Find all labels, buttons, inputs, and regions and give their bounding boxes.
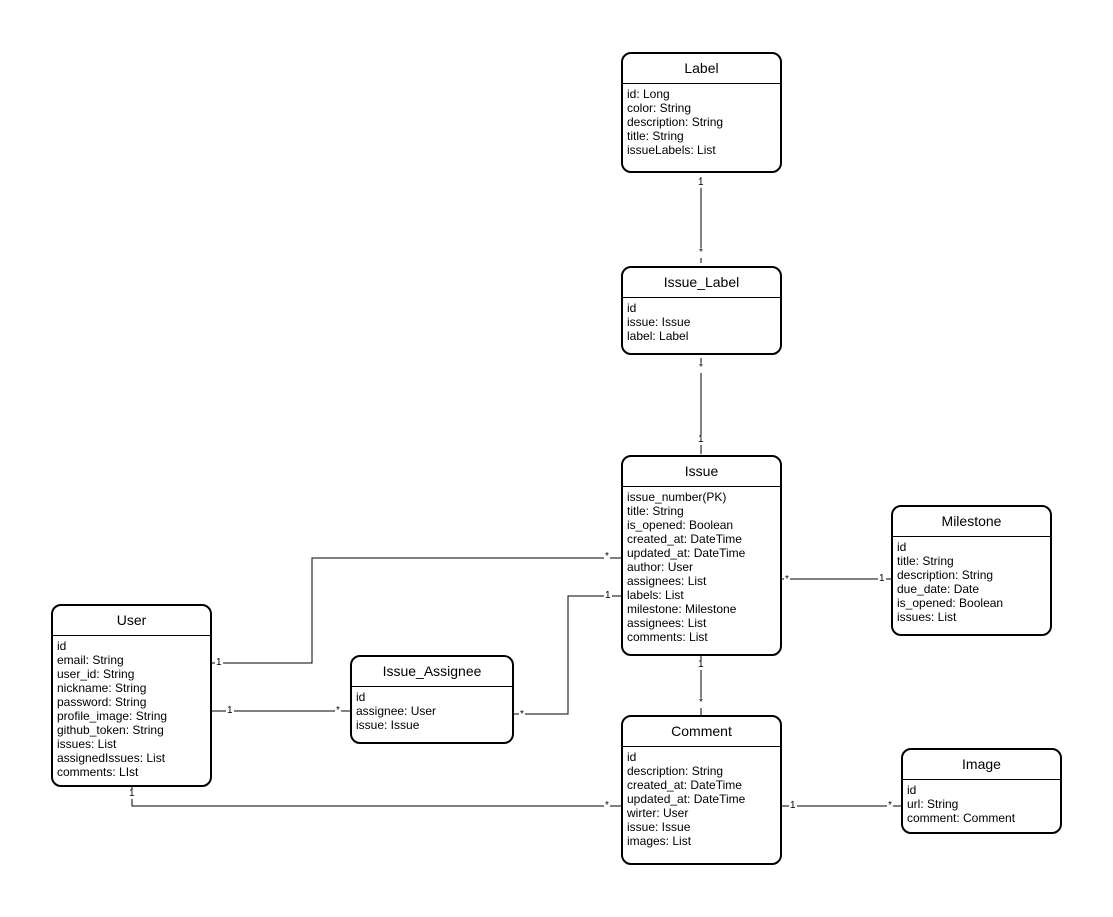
multiplicity-label: * <box>519 709 525 720</box>
entity-title: Issue <box>623 457 780 487</box>
entity-title: Milestone <box>893 507 1050 537</box>
attribute-row: milestone: Milestone <box>627 602 737 616</box>
attribute-row: wirter: User <box>627 806 689 820</box>
attribute-row: created_at: DateTime <box>627 778 742 792</box>
multiplicity-label: 1 <box>215 657 223 668</box>
attribute-row: due_date: Date <box>897 582 980 596</box>
attribute-row: issue: Issue <box>356 718 420 732</box>
attribute-row: user_id: String <box>57 667 135 681</box>
attribute-row: is_opened: Boolean <box>897 596 1004 610</box>
attribute-row: issueLabels: List <box>627 143 716 157</box>
multiplicity-label: * <box>698 362 704 373</box>
attribute-row: label: Label <box>627 329 689 343</box>
connector-user-comment <box>131 786 622 807</box>
entity-title: Image <box>903 750 1060 780</box>
attribute-row: labels: List <box>627 588 684 602</box>
attribute-row: images: List <box>627 834 692 848</box>
attribute-row: issues: List <box>897 610 957 624</box>
connector-issue-assignee-issue <box>514 595 622 715</box>
multiplicity-label: * <box>604 551 610 562</box>
entity-title: Comment <box>623 717 780 747</box>
attribute-row: github_token: String <box>57 723 164 737</box>
connector-user-issue <box>212 557 622 664</box>
attribute-row: id <box>356 690 366 704</box>
multiplicity-label: 1 <box>789 800 797 811</box>
multiplicity-label: 1 <box>697 177 705 188</box>
entity-title: Issue_Assignee <box>352 657 512 687</box>
attribute-row: comments: LIst <box>57 765 139 779</box>
attribute-row: title: String <box>627 504 684 518</box>
attribute-row: profile_image: String <box>57 709 168 723</box>
attribute-row: password: String <box>57 695 147 709</box>
attribute-row: description: String <box>897 568 994 582</box>
attribute-row: nickname: String <box>57 681 147 695</box>
attribute-row: email: String <box>57 653 124 667</box>
multiplicity-label: 1 <box>697 434 705 445</box>
multiplicity-label: * <box>698 697 704 708</box>
attribute-row: comments: List <box>627 630 708 644</box>
attribute-row: description: String <box>627 764 724 778</box>
attribute-row: title: String <box>627 129 684 143</box>
attribute-row: author: User <box>627 560 694 574</box>
attribute-row: assignees: List <box>627 616 707 630</box>
multiplicity-label: 1 <box>878 573 886 584</box>
multiplicity-label: 1 <box>128 788 136 799</box>
entity-title: Label <box>623 54 780 84</box>
attribute-row: assignees: List <box>627 574 707 588</box>
multiplicity-label: * <box>887 800 893 811</box>
attribute-row: id <box>57 639 67 653</box>
multiplicity-label: * <box>784 574 790 585</box>
attribute-row: created_at: DateTime <box>627 532 742 546</box>
attribute-row: comment: Comment <box>907 811 1016 825</box>
multiplicity-label: * <box>604 800 610 811</box>
attribute-row: is_opened: Boolean <box>627 518 734 532</box>
attribute-row: updated_at: DateTime <box>627 792 746 806</box>
attribute-row: id <box>897 540 907 554</box>
entity-title: User <box>53 606 210 636</box>
multiplicity-label: 1 <box>604 590 612 601</box>
multiplicity-label: 1 <box>226 705 234 716</box>
attribute-row: issue_number(PK) <box>627 490 727 504</box>
multiplicity-label: 1 <box>697 659 705 670</box>
attribute-row: id: Long <box>627 87 670 101</box>
attribute-row: description: String <box>627 115 724 129</box>
attribute-row: issue: Issue <box>627 315 691 329</box>
attribute-row: title: String <box>897 554 954 568</box>
attribute-row: updated_at: DateTime <box>627 546 746 560</box>
attribute-row: issue: Issue <box>627 820 691 834</box>
attribute-row: assignee: User <box>356 704 437 718</box>
attribute-row: id <box>627 301 637 315</box>
attribute-row: id <box>907 783 917 797</box>
entity-title: Issue_Label <box>623 268 780 298</box>
attribute-row: url: String <box>907 797 959 811</box>
multiplicity-label: * <box>698 247 704 258</box>
attribute-row: issues: List <box>57 737 117 751</box>
multiplicity-label: * <box>335 705 341 716</box>
attribute-row: id <box>627 750 637 764</box>
attribute-row: color: String <box>627 101 692 115</box>
attribute-row: assignedIssues: List <box>57 751 166 765</box>
